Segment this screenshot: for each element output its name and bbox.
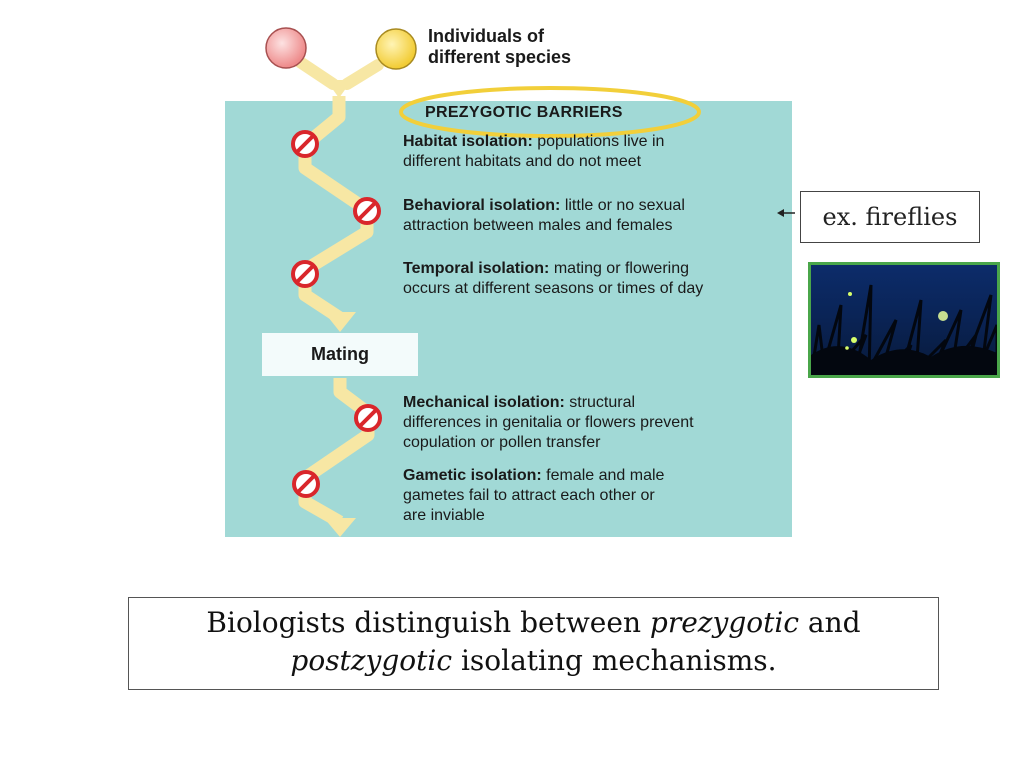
- barrier-name: Gametic isolation:: [403, 467, 542, 484]
- barrier-desc: occurs at different seasons or times of …: [403, 280, 704, 297]
- zigzag-arrow-lower: [298, 378, 375, 528]
- barrier-name: Mechanical isolation:: [403, 394, 565, 411]
- stop-icon: [291, 130, 319, 158]
- example-box: ex. fireflies: [800, 191, 980, 243]
- species-circle-yellow: [375, 28, 417, 70]
- caption-part3: isolating mechanisms.: [452, 644, 777, 677]
- barriers-title: PREZYGOTIC BARRIERS: [425, 104, 623, 121]
- arrowhead-upper: [324, 312, 356, 332]
- legend-line-1: Individuals of: [428, 26, 545, 46]
- barrier-desc: female and male: [541, 467, 665, 484]
- fireflies-photo: [808, 262, 1000, 378]
- barrier-name: Habitat isolation:: [403, 133, 533, 150]
- barrier-habitat: Habitat isolation: populations live in d…: [403, 132, 664, 172]
- barrier-name: Behavioral isolation:: [403, 197, 561, 214]
- mating-box: Mating: [262, 333, 418, 376]
- arrowhead-lower: [324, 518, 356, 537]
- caption-postzygotic: postzygotic: [290, 644, 453, 677]
- barrier-behavioral: Behavioral isolation: little or no sexua…: [403, 196, 685, 236]
- barrier-desc: copulation or pollen transfer: [403, 434, 601, 451]
- barrier-desc: are inviable: [403, 507, 485, 524]
- barrier-desc: structural: [564, 394, 636, 411]
- barrier-mechanical: Mechanical isolation: structural differe…: [403, 393, 694, 453]
- fireflies-image: [811, 284, 997, 375]
- highlight-oval: [399, 86, 701, 138]
- barrier-name: Temporal isolation:: [403, 260, 550, 277]
- barrier-gametic: Gametic isolation: female and male gamet…: [403, 466, 664, 526]
- pointer-arrow-icon: [777, 209, 795, 217]
- barrier-desc: different habitats and do not meet: [403, 153, 642, 170]
- stop-icon: [291, 260, 319, 288]
- barrier-desc: attraction between males and females: [403, 217, 673, 234]
- barrier-desc: differences in genitalia or flowers prev…: [403, 414, 694, 431]
- species-legend: Individuals of different species: [428, 26, 628, 68]
- mating-label: Mating: [311, 344, 369, 364]
- caption-prezygotic: prezygotic: [649, 606, 800, 639]
- caption-part1: Biologists distinguish between: [206, 606, 650, 639]
- example-label: ex. fireflies: [822, 203, 958, 231]
- barrier-desc: mating or flowering: [549, 260, 690, 277]
- barrier-desc: gametes fail to attract each other or: [403, 487, 655, 504]
- barrier-temporal: Temporal isolation: mating or flowering …: [403, 259, 703, 299]
- arrow-from-yellow: [341, 59, 384, 90]
- barrier-desc: populations live in: [532, 133, 665, 150]
- legend-line-2: different species: [428, 47, 572, 67]
- species-circle-pink: [265, 27, 307, 69]
- caption-part2: and: [799, 606, 861, 639]
- caption-box: Biologists distinguish between prezygoti…: [128, 597, 939, 690]
- barrier-desc: little or no sexual: [560, 197, 685, 214]
- stop-icon: [292, 470, 320, 498]
- stop-icon: [354, 404, 382, 432]
- stop-icon: [353, 197, 381, 225]
